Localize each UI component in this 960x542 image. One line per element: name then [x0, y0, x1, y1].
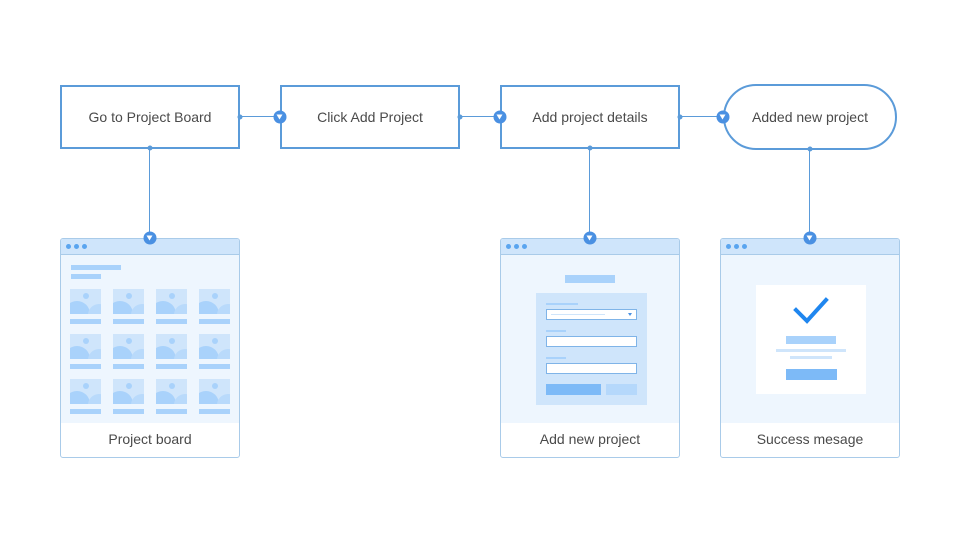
ok-button-placeholder [786, 369, 837, 380]
caption-placeholder [156, 409, 187, 414]
connector-2-3 [460, 116, 500, 117]
caption-placeholder [70, 319, 101, 324]
arrow-down-marker-icon [803, 231, 816, 245]
step-added-new-project: Added new project [723, 84, 897, 150]
screen-caption: Success mesage [756, 431, 864, 447]
screen-caption: Project board [108, 431, 192, 447]
arrow-down-marker-icon [143, 231, 156, 245]
connector-step1-screen [149, 149, 150, 238]
image-placeholder-icon [156, 289, 187, 314]
arrow-down-marker-icon [493, 110, 507, 123]
caption-placeholder [156, 319, 187, 324]
step-click-add-project: Click Add Project [280, 85, 460, 149]
checkmark-icon [793, 297, 829, 324]
field-label-placeholder [546, 303, 578, 305]
window-dot [506, 244, 511, 249]
primary-button-placeholder [546, 384, 601, 395]
project-form [536, 293, 647, 405]
message-line-placeholder [776, 349, 846, 352]
screen-success-message: Success mesage [720, 238, 900, 458]
connector-start-dot [807, 146, 812, 152]
window-dot [742, 244, 747, 249]
connector-start-dot [677, 114, 683, 119]
screen-body [61, 255, 239, 423]
step-label: Click Add Project [317, 109, 423, 125]
text-field [546, 336, 637, 347]
screen-caption: Add new project [539, 431, 641, 447]
caption-placeholder [113, 364, 144, 369]
screen-project-board: Project board [60, 238, 240, 458]
caption-placeholder [70, 409, 101, 414]
image-placeholder-icon [199, 334, 230, 359]
image-placeholder-icon [70, 379, 101, 404]
image-placeholder-icon [70, 289, 101, 314]
step-go-to-project-board: Go to Project Board [60, 85, 240, 149]
form-title-placeholder [565, 275, 615, 283]
image-placeholder-icon [156, 379, 187, 404]
connector-3-4 [680, 116, 723, 117]
image-placeholder-icon [156, 334, 187, 359]
message-title-placeholder [786, 336, 836, 344]
window-titlebar [61, 239, 239, 255]
secondary-button-placeholder [606, 384, 637, 395]
image-placeholder-icon [113, 379, 144, 404]
subtitle-placeholder [71, 274, 101, 279]
window-titlebar [501, 239, 679, 255]
title-placeholder [71, 265, 121, 270]
dropdown-chevron-icon [628, 313, 632, 316]
caption-placeholder [113, 319, 144, 324]
step-add-project-details: Add project details [500, 85, 680, 149]
connector-start-dot [147, 145, 152, 151]
connector-start-dot [237, 114, 243, 119]
connector-start-dot [457, 114, 463, 119]
message-line-placeholder [790, 356, 832, 359]
dropdown-field [546, 309, 637, 320]
connector-start-dot [587, 145, 592, 151]
connector-step3-screen [589, 149, 590, 238]
image-placeholder-icon [199, 289, 230, 314]
caption-placeholder [113, 409, 144, 414]
image-placeholder-icon [199, 379, 230, 404]
caption-placeholder [156, 364, 187, 369]
caption-placeholder [199, 364, 230, 369]
arrow-down-marker-icon [273, 110, 287, 123]
step-label: Add project details [532, 109, 648, 125]
connector-step4-screen [809, 150, 810, 238]
connector-1-2 [240, 116, 280, 117]
screen-body [501, 255, 679, 423]
window-dot [74, 244, 79, 249]
window-dot [82, 244, 87, 249]
screen-body [721, 255, 899, 423]
window-dot [514, 244, 519, 249]
window-titlebar [721, 239, 899, 255]
window-dot [734, 244, 739, 249]
window-dot [66, 244, 71, 249]
arrow-down-marker-icon [716, 110, 730, 123]
field-label-placeholder [546, 357, 566, 359]
caption-placeholder [199, 319, 230, 324]
field-label-placeholder [546, 330, 566, 332]
text-field [546, 363, 637, 374]
step-label: Added new project [752, 109, 868, 125]
image-placeholder-icon [70, 334, 101, 359]
arrow-down-marker-icon [583, 231, 596, 245]
window-dot [726, 244, 731, 249]
screen-add-new-project: Add new project [500, 238, 680, 458]
caption-placeholder [70, 364, 101, 369]
image-placeholder-icon [113, 289, 144, 314]
success-card [756, 285, 866, 394]
window-dot [522, 244, 527, 249]
caption-placeholder [199, 409, 230, 414]
step-label: Go to Project Board [88, 109, 212, 125]
image-placeholder-icon [113, 334, 144, 359]
